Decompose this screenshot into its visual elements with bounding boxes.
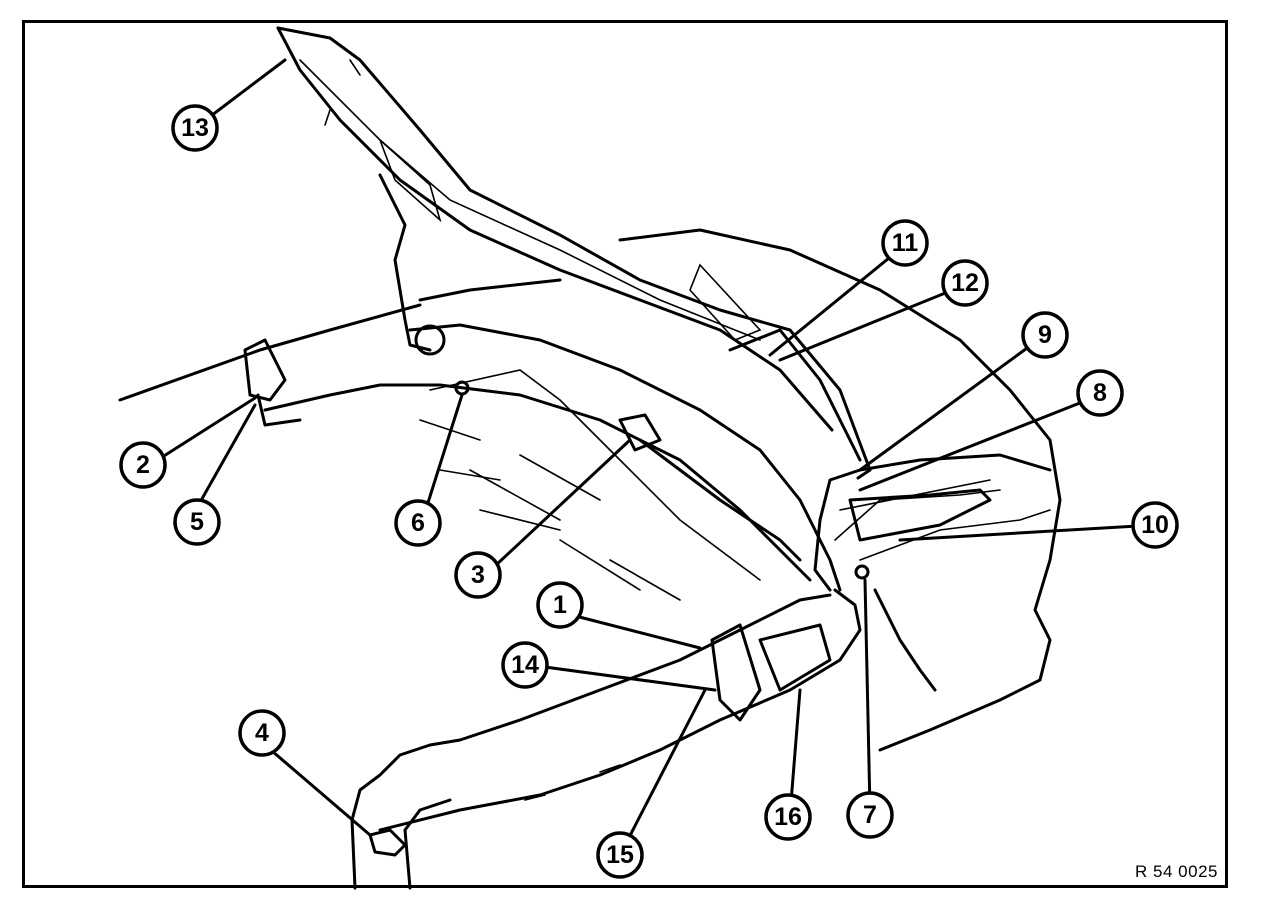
callout-1: 1 <box>536 581 584 629</box>
cables <box>263 328 937 832</box>
callout-4: 4 <box>238 709 286 757</box>
svg-text:13: 13 <box>181 114 209 142</box>
mechanisms <box>243 324 992 722</box>
svg-text:7: 7 <box>863 801 877 829</box>
callout-9: 9 <box>1021 311 1069 359</box>
svg-text:3: 3 <box>471 561 485 589</box>
callout-10: 10 <box>1131 501 1179 549</box>
svg-text:5: 5 <box>190 508 204 536</box>
callout-7: 7 <box>846 791 894 839</box>
svg-text:1: 1 <box>553 591 567 619</box>
callout-3: 3 <box>454 551 502 599</box>
svg-text:2: 2 <box>136 451 150 479</box>
callout-2: 2 <box>119 441 167 489</box>
svg-text:15: 15 <box>606 841 634 869</box>
svg-text:6: 6 <box>411 509 425 537</box>
svg-text:14: 14 <box>511 651 539 679</box>
svg-text:10: 10 <box>1141 511 1169 539</box>
callout-13: 13 <box>171 104 219 152</box>
rear-section <box>350 593 832 890</box>
callout-11: 11 <box>881 219 929 267</box>
svg-text:12: 12 <box>951 269 979 297</box>
svg-text:4: 4 <box>255 719 269 747</box>
svg-text:16: 16 <box>774 803 802 831</box>
callout-15: 15 <box>596 831 644 879</box>
top-lid <box>276 26 872 480</box>
callout-6: 6 <box>394 499 442 547</box>
callout-16: 16 <box>764 793 812 841</box>
callout-5: 5 <box>173 498 221 546</box>
diagram-frame <box>22 20 1228 888</box>
diagram-reference-code: R 54 0025 <box>1135 862 1218 881</box>
svg-text:9: 9 <box>1038 321 1052 349</box>
callout-8: 8 <box>1076 369 1124 417</box>
rear-body <box>118 228 1062 752</box>
callout-14: 14 <box>501 641 549 689</box>
svg-text:8: 8 <box>1093 379 1107 407</box>
callout-12: 12 <box>941 259 989 307</box>
svg-text:11: 11 <box>892 229 919 257</box>
